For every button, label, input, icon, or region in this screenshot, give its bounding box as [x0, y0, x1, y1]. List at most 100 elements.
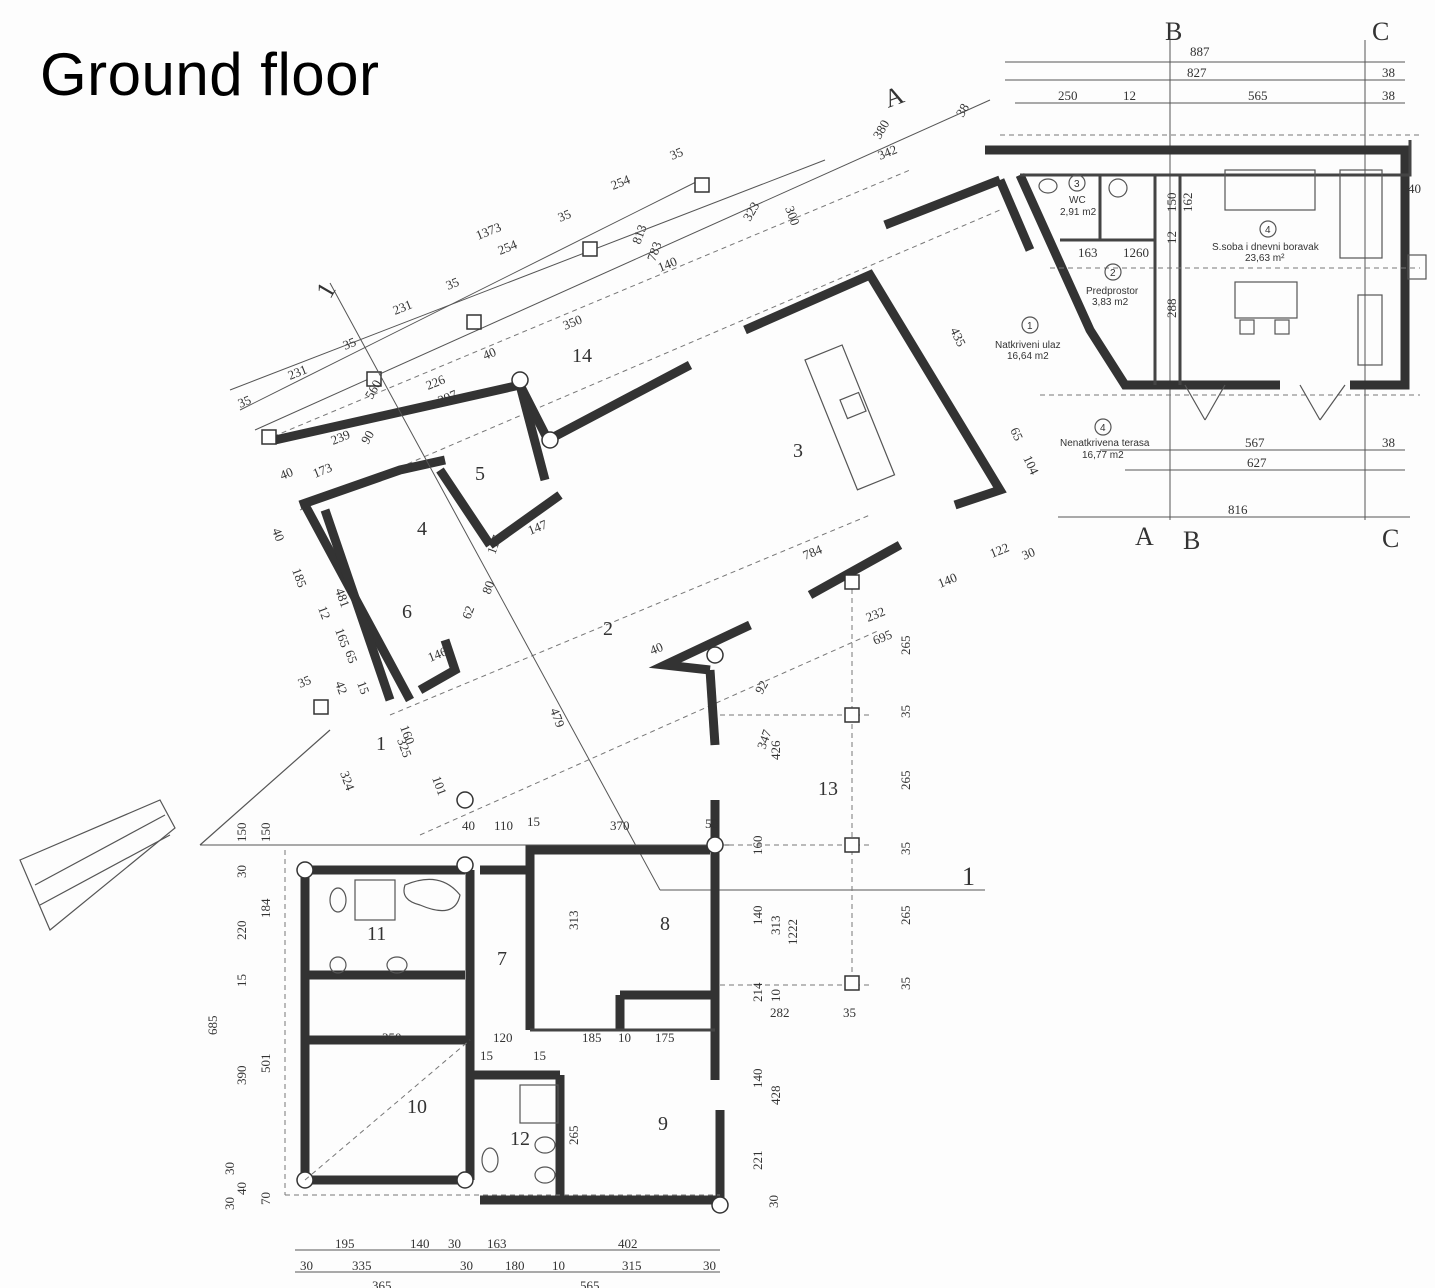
dim-label: 30 — [448, 1236, 461, 1251]
annex-room-name: S.soba i dnevni boravak — [1212, 242, 1320, 253]
dim-label: 297 — [436, 386, 460, 407]
annex-room-no: 2 — [1110, 268, 1116, 279]
dim-label: 35 — [898, 705, 913, 718]
dim-label: 195 — [335, 1236, 355, 1251]
dim-label: 565 — [580, 1278, 600, 1288]
dim-label: 282 — [770, 1005, 790, 1020]
dim-label: 30 — [766, 1195, 781, 1208]
dim-label: 816 — [1228, 502, 1248, 517]
dim-label: 435 — [947, 325, 969, 349]
dim-label: 501 — [258, 1054, 273, 1074]
annex-room-area: 3,83 m2 — [1092, 297, 1129, 308]
dim-label: 695 — [871, 627, 895, 648]
dim-label: 163 — [1078, 245, 1098, 260]
dim-label: 140 — [410, 1236, 430, 1251]
dim-label: 30 — [234, 865, 249, 878]
dim-label: 140 — [936, 570, 960, 591]
dim-label: 390 — [234, 1066, 249, 1086]
dim-label: 783 — [644, 240, 665, 263]
dim-label: 250 — [1058, 88, 1078, 103]
section-mark-1: 1 — [962, 862, 975, 891]
dim-label: 226 — [424, 371, 448, 392]
annex-room-no: 1 — [1027, 321, 1033, 332]
dim-label: 887 — [1190, 44, 1210, 59]
dim-label: 813 — [629, 223, 650, 246]
dim-label: 80 — [479, 579, 498, 596]
dim-label: 15 — [533, 1048, 546, 1063]
dim-label: 35 — [341, 334, 359, 353]
room-number: 3 — [793, 440, 803, 462]
dim-label: 30 — [222, 1162, 237, 1175]
section-mark-b: B — [1183, 526, 1200, 555]
dim-label: 185 — [289, 566, 310, 589]
dim-label: 140 — [656, 254, 680, 275]
section-mark-c: C — [1382, 524, 1399, 553]
dim-label: 35 — [236, 392, 254, 411]
dim-label: 40 — [234, 1182, 249, 1195]
dim-label: 231 — [391, 297, 415, 318]
dim-label: 15 — [234, 974, 249, 987]
dim-label: 38 — [1382, 435, 1395, 450]
dim-label: 565 — [1248, 88, 1268, 103]
lower-block: 8 7 9 10 11 12 13 40 110 15 370 50 150 1… — [200, 371, 913, 1288]
annex-room-no: 4 — [1100, 423, 1106, 434]
dim-label: 185 — [582, 1030, 602, 1045]
dim-label: 12 — [1123, 88, 1136, 103]
dim-label: 254 — [609, 171, 633, 192]
dim-label: 165 — [332, 626, 353, 649]
dim-label: 221 — [750, 1151, 765, 1171]
dim-label: 1222 — [785, 919, 800, 945]
dim-label: 300 — [782, 204, 803, 227]
section-mark-a: A — [1135, 522, 1154, 551]
dim-label: 35 — [668, 144, 686, 163]
dim-label: 110 — [494, 818, 513, 833]
dim-label: 65 — [342, 648, 361, 665]
dim-label: 365 — [372, 1278, 392, 1288]
section-mark-c: C — [1372, 17, 1389, 46]
dim-label: 265 — [898, 906, 913, 926]
dim-label: 175 — [655, 1030, 675, 1045]
dim-label: 402 — [618, 1236, 638, 1251]
dim-label: 30 — [222, 1197, 237, 1210]
dim-label: 122 — [988, 540, 1012, 561]
dim-label: 350 — [382, 1030, 402, 1045]
dim-label: 685 — [205, 1016, 220, 1036]
annex-room-area: 16,77 m2 — [1082, 450, 1124, 461]
dim-label: 265 — [566, 1126, 581, 1146]
dim-label: 30 — [460, 1258, 473, 1273]
annex-building: 3 WC 2,91 m2 2 Predprostor 3,83 m2 4 S.s… — [880, 17, 1427, 555]
room-number: 6 — [402, 601, 412, 623]
dim-label: 65 — [1007, 425, 1026, 443]
dim-label: 567 — [1245, 435, 1265, 450]
annex-room-area: 23,63 m² — [1245, 253, 1285, 264]
dim-label: 101 — [429, 774, 450, 797]
dim-label: 35 — [296, 672, 314, 691]
room-number: 8 — [660, 913, 670, 935]
dim-label: 288 — [1164, 299, 1179, 319]
dim-label: 214 — [750, 982, 765, 1002]
dim-label: 231 — [286, 362, 310, 383]
dim-label: 40 — [648, 639, 666, 658]
dim-label: 627 — [1247, 455, 1267, 470]
dim-label: 30 — [300, 1258, 313, 1273]
dim-label: 479 — [547, 706, 568, 729]
annex-room-name: Predprostor — [1086, 286, 1139, 297]
dim-label: 370 — [610, 818, 630, 833]
dim-label: 146 — [426, 643, 450, 664]
dim-label: 323 — [740, 199, 763, 223]
dim-label: 38 — [1382, 65, 1395, 80]
dim-label: 60 — [1136, 245, 1149, 260]
dim-label: 380 — [870, 117, 893, 141]
dim-label: 324 — [337, 769, 358, 793]
dim-label: 150 — [1164, 193, 1179, 213]
dim-label: 140 — [750, 906, 765, 926]
dim-label: 160 — [750, 836, 765, 856]
dim-label: 180 — [505, 1258, 525, 1273]
dim-label: 40 — [269, 526, 288, 543]
dim-label: 1373 — [474, 219, 504, 243]
dim-label: 38 — [953, 101, 972, 120]
dim-label: 150 — [258, 823, 273, 843]
dim-label: 90 — [358, 428, 377, 447]
dim-label: 35 — [843, 1005, 856, 1020]
